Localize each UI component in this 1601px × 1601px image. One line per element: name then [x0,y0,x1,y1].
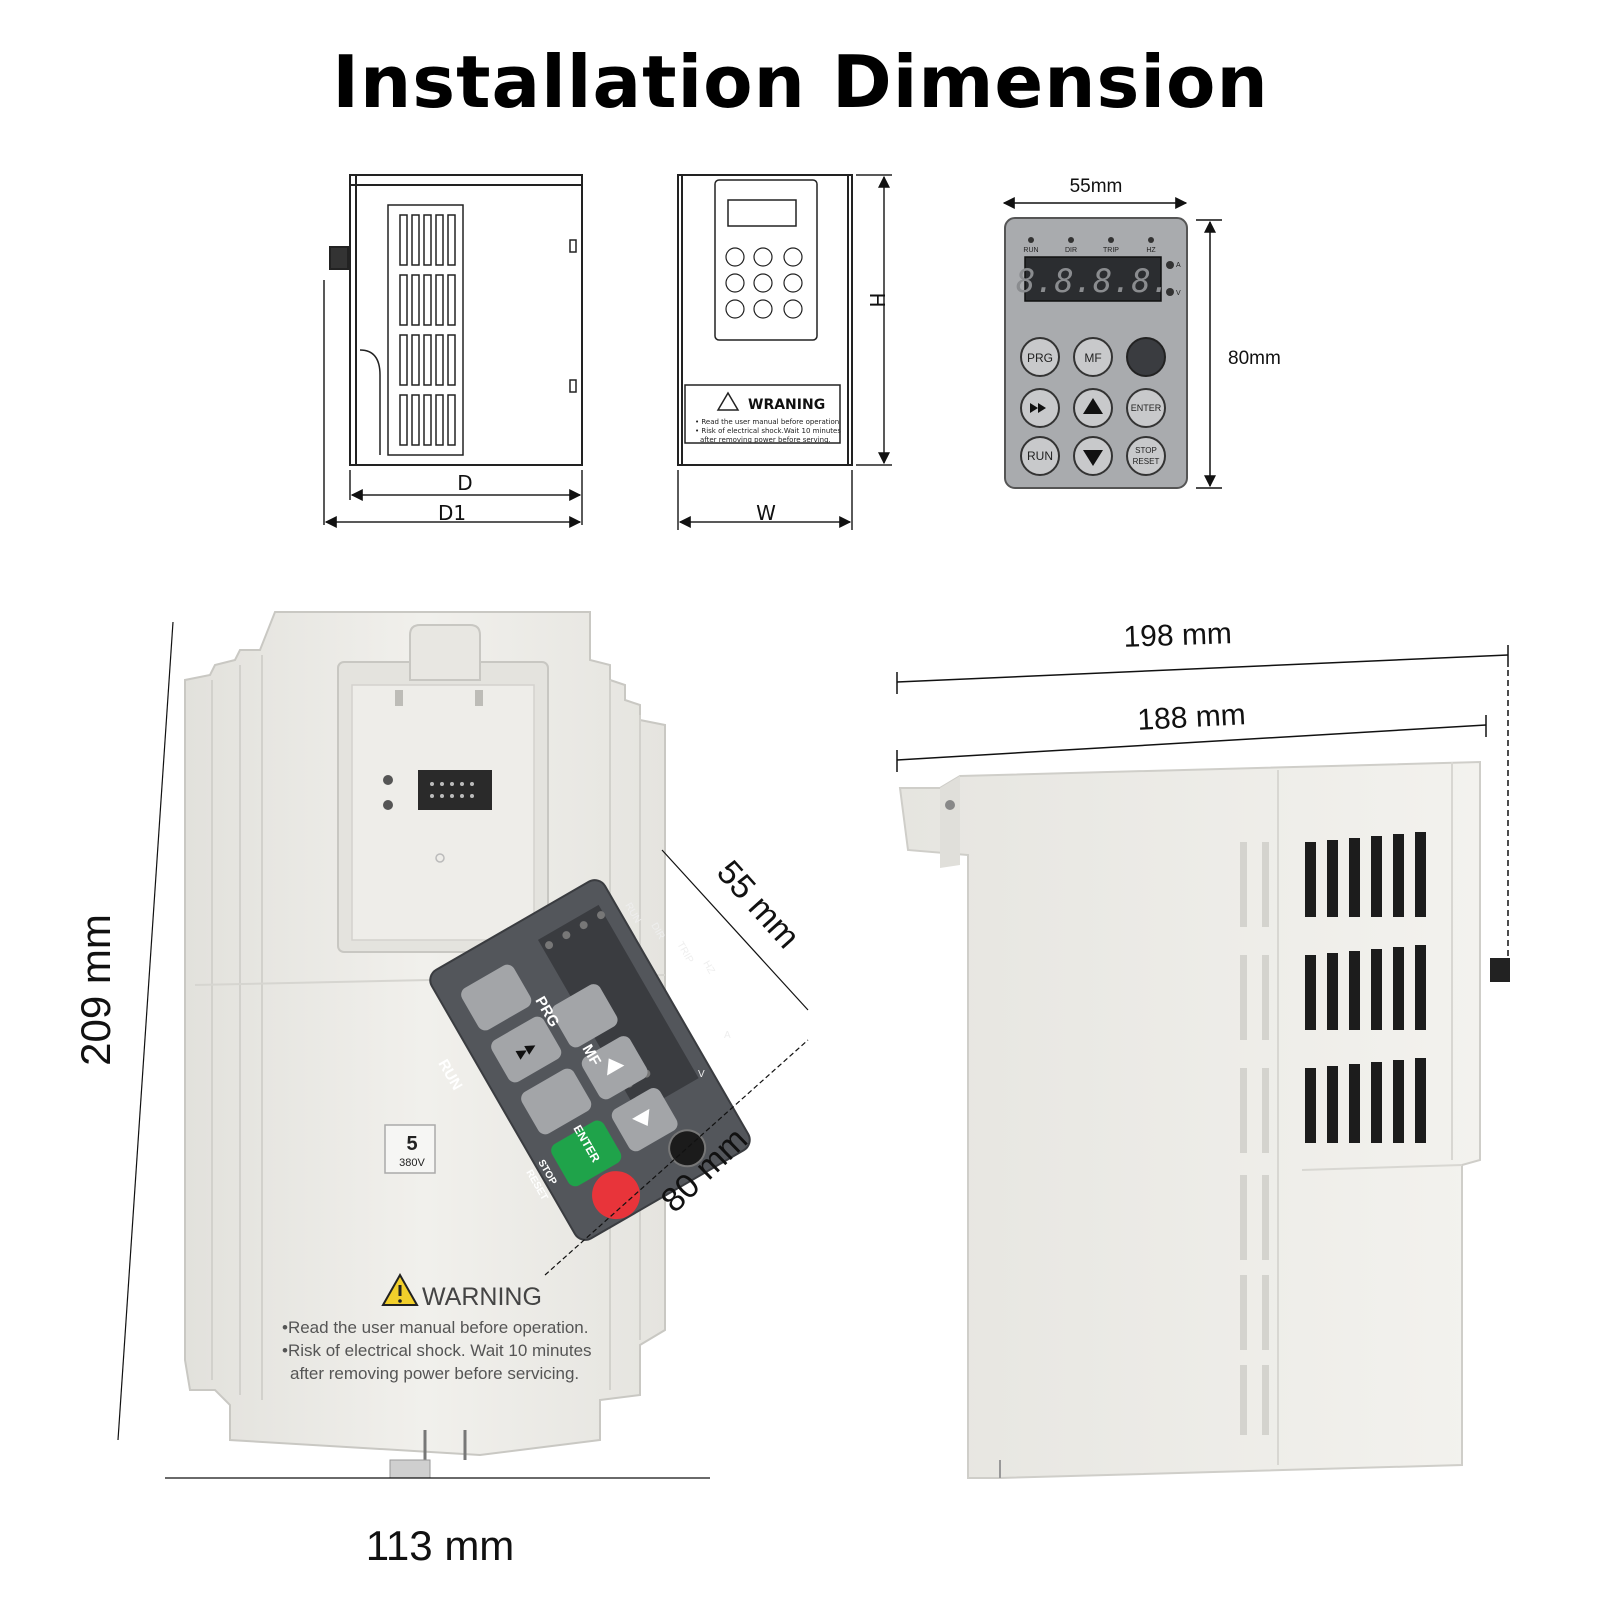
side-depth1-label: D1 [438,501,466,525]
keypad-width-label: 55mm [1070,176,1123,197]
keypad-unit-v: V [1176,290,1181,297]
front-photo-height-label: 209 mm [72,914,119,1066]
front-photo-device [184,611,666,1479]
keypad-key-reset: RESET [1133,457,1160,466]
front-warning-title: WRANING [748,397,825,413]
keypad-led-trip: TRIP [1103,247,1119,254]
front-photo-width-label: 113 mm [366,1522,515,1569]
side-depth-label: D [457,471,472,495]
front-view-drawing [677,174,892,530]
photo-keypad-unit-v: V [698,1069,705,1080]
front-height-label: H [865,292,889,307]
keypad-key-mf: MF [1084,351,1101,365]
photo-keypad-led-trip: TRIP [674,940,695,966]
keypad-key-enter: ENTER [1131,403,1162,413]
side-photo-device [898,760,1510,1479]
front-warning-line-2: • Risk of electrical shock.Wait 10 minut… [695,427,841,435]
keypad-key-run: RUN [1027,449,1053,463]
side-photo-depth2-label: 188 mm [1137,698,1247,737]
side-photo-depth-label: 198 mm [1123,617,1232,654]
front-photo-warning-line-2: •Risk of electrical shock. Wait 10 minut… [282,1341,592,1360]
keypad-display-digits: 8.8.8.8. [1016,262,1170,300]
front-photo-rating: 5 [406,1133,417,1155]
keypad-led-run: RUN [1023,247,1038,254]
front-width-label: W [756,501,776,525]
keypad-unit-a: A [1176,262,1181,269]
page-title: Installation Dimension [332,40,1269,124]
side-view-drawing [323,174,583,528]
side-photo-dimensions [896,645,1509,960]
front-photo-voltage: 380V [399,1157,425,1169]
keypad-diagram [1002,197,1222,489]
keypad-led-dir: DIR [1065,247,1077,254]
front-warning-line-3: after removing power before serving. [700,436,831,444]
keypad-key-stop: STOP [1135,446,1157,455]
photo-keypad [429,879,751,1241]
photo-keypad-led-hz: HZ [700,959,716,976]
front-photo-warning-line-3: after removing power before servicing. [290,1364,579,1383]
front-photo-warning-title: WARNING [422,1283,542,1311]
keypad-height-label: 80mm [1228,348,1281,369]
front-warning-line-1: • Read the user manual before operation [695,418,839,426]
photo-keypad-width-label: 55 mm [709,853,807,956]
photo-keypad-unit-a: A [724,1030,731,1041]
front-photo-dimensions [117,621,809,1479]
front-photo-warning-line-1: •Read the user manual before operation. [282,1318,588,1337]
keypad-led-hz: HZ [1146,247,1156,254]
keypad-key-prg: PRG [1027,351,1053,365]
